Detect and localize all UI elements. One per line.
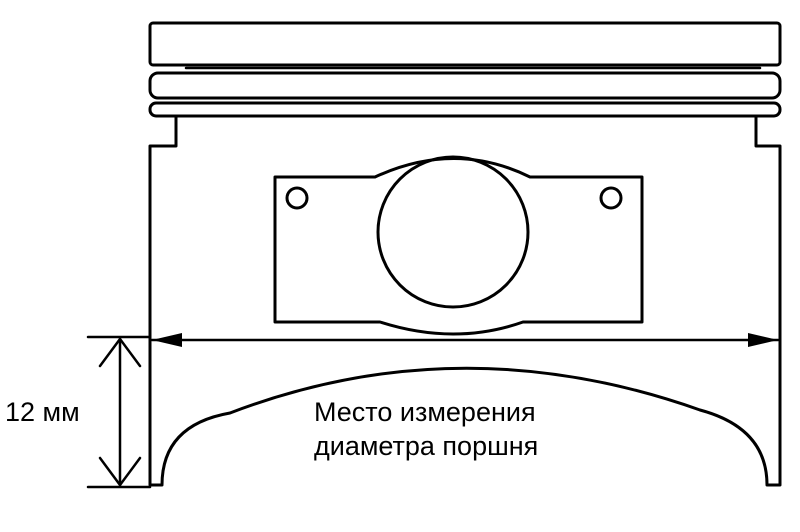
- piston-pin-hole: [376, 155, 530, 309]
- diameter-right-arrow-icon: [748, 333, 778, 347]
- pin-boss-plate: [273, 157, 644, 336]
- height-bottom-arrow-icon: [98, 456, 142, 488]
- piston-skirt: [148, 114, 782, 487]
- caption-line-1: Место измерения: [314, 397, 536, 427]
- piston-ring-1: [148, 71, 782, 100]
- left-bolt-hole: [285, 186, 309, 210]
- piston-crown: [148, 21, 782, 67]
- piston-ring-2: [148, 101, 782, 118]
- dimension-label: 12 мм: [5, 397, 80, 427]
- diameter-left-arrow-icon: [152, 333, 182, 347]
- caption-line-2: диаметра поршня: [314, 431, 538, 461]
- height-top-arrow-icon: [98, 336, 142, 368]
- diameter-dimension-line: [150, 333, 780, 347]
- height-dimension: [86, 335, 152, 489]
- right-bolt-hole: [599, 186, 623, 210]
